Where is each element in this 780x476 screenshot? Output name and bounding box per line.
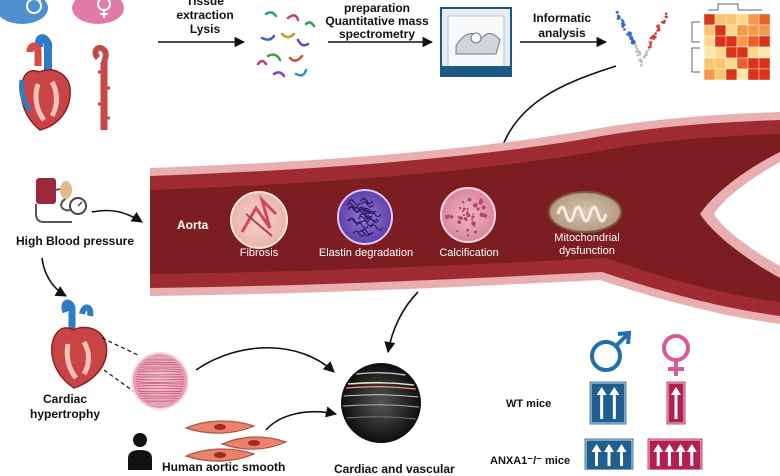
step3-label: Informatic analysis: [522, 11, 602, 41]
male-mouse-icon: [0, 0, 48, 24]
elastin-degradation-label: Elastin degradation: [318, 247, 414, 259]
fibrosis-image: [230, 191, 288, 249]
cardiac-hypertrophy-label: Cardiac hypertrophy: [20, 392, 110, 422]
wt-male-arrows-box: [588, 380, 628, 426]
outcome-label: Cardiac and vascular: [334, 462, 455, 476]
step2-line1: preparation: [343, 1, 410, 15]
calcification-label: Calcification: [439, 247, 499, 259]
smooth-muscle-cells-icon: [184, 420, 288, 462]
anxa1-mice-label: ANXA1⁻/⁻ mice: [490, 455, 571, 467]
hypertrophic-heart-icon: [51, 299, 108, 389]
heatmap-icon: [691, 3, 771, 81]
fibrosis-label: Fibrosis: [239, 247, 279, 259]
aorta-to-outcome-arrow: [384, 291, 419, 354]
human-cells-label: Human aortic smooth: [162, 460, 286, 474]
step1-line2: extraction: [176, 8, 234, 22]
cardiac-line1: Cardiac: [42, 392, 88, 406]
anxa-female-arrows-box: [646, 437, 704, 473]
mass-spectrometer-icon: [440, 7, 512, 77]
bp-to-heart-arrow: [41, 257, 67, 297]
mitochondrial-dysfunction-label: Mitochondrial dysfunction: [540, 232, 634, 258]
high-blood-pressure-label: High Blood pressure: [16, 234, 135, 248]
step1-line3: Lysis: [189, 22, 221, 36]
female-mouse-icon: [72, 0, 124, 24]
protein-fragments-icon: [256, 11, 316, 78]
aorta-icon: [92, 44, 110, 130]
step2-line2: Quantitative mass: [325, 14, 429, 28]
mito-line1: Mitochondrial: [554, 232, 620, 244]
mitochondria-image: [548, 191, 622, 233]
step1-label: Tissue extraction Lysis: [170, 0, 240, 36]
volcano-plot-icon: [615, 10, 668, 67]
bp-to-aorta-arrow: [91, 209, 143, 223]
elastin-degradation-image: [337, 189, 393, 245]
step2-label: preparation Quantitative mass spectromet…: [318, 2, 436, 41]
aorta-label: Aorta: [177, 218, 209, 232]
wt-female-arrows-box: [665, 380, 687, 426]
step3-line2: analysis: [538, 26, 586, 40]
female-symbol-icon: [662, 334, 690, 376]
step2-line3: spectrometry: [338, 27, 416, 41]
ultrasound-image: [341, 363, 421, 443]
step3-line1: Informatic: [532, 11, 591, 25]
mito-line2: dysfunction: [559, 245, 615, 257]
anxa-male-arrows-box: [583, 437, 635, 473]
wt-mice-label: WT mice: [506, 398, 552, 410]
histology-to-outcome-arrow: [195, 347, 335, 373]
step1-line1: Tissue: [186, 0, 224, 8]
analysis-to-aorta-arrow: [495, 65, 617, 162]
heart-icon: [19, 34, 71, 131]
male-symbol-icon: [590, 330, 632, 372]
zoom-line-top: [101, 337, 141, 357]
cells-to-outcome-arrow: [265, 406, 338, 431]
blood-pressure-icon: [35, 178, 87, 223]
cardiac-line2: hypertrophy: [29, 407, 100, 421]
cardiac-histology-image: [131, 352, 189, 410]
human-icon: [128, 433, 152, 470]
calcification-image: [440, 187, 496, 243]
